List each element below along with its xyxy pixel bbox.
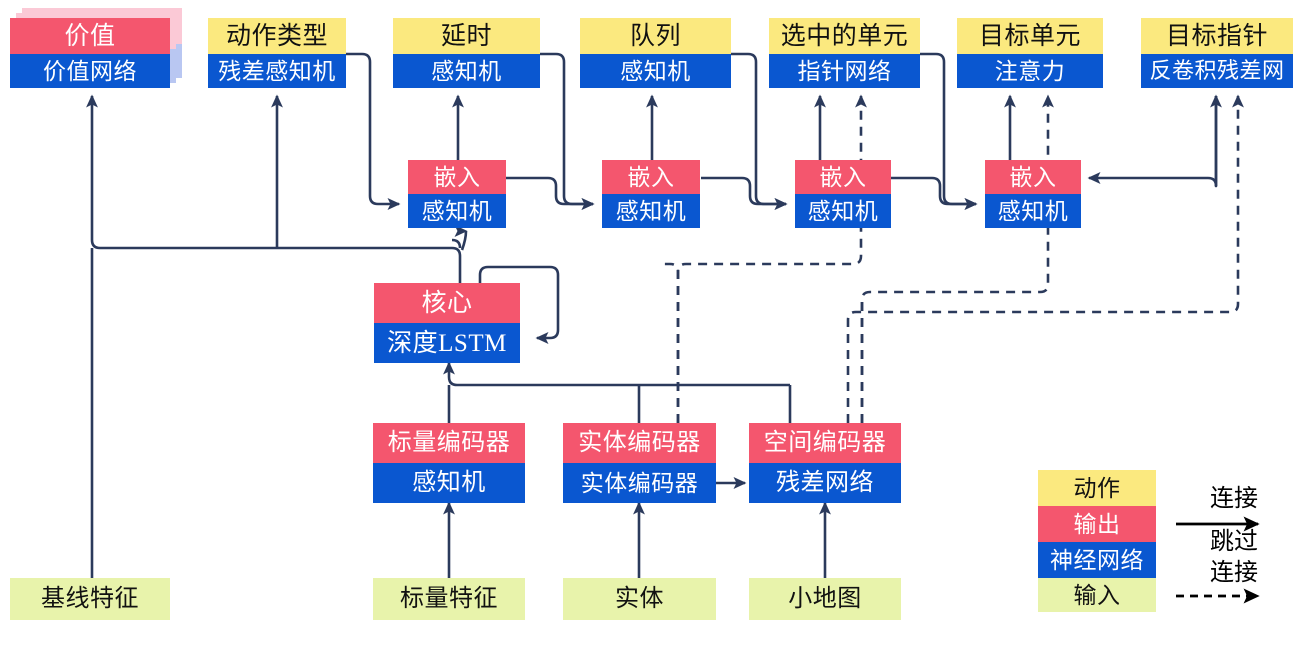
input-node-scalar-features[interactable]: 标量特征 bbox=[373, 578, 525, 620]
output-head-target-point: 目标指针 bbox=[1141, 18, 1293, 54]
input-label-minimap: 小地图 bbox=[749, 578, 901, 620]
input-label-baseline-features: 基线特征 bbox=[10, 578, 170, 620]
output-head-action-type: 动作类型 bbox=[208, 18, 346, 54]
legend-connection-label: 连接 bbox=[1210, 486, 1258, 512]
output-node-target-point[interactable]: 目标指针 反卷积残差网 bbox=[1141, 18, 1293, 88]
embedding-head-target-unit: 嵌入 bbox=[985, 160, 1081, 194]
output-node-selected-units[interactable]: 选中的单元 指针网络 bbox=[769, 18, 920, 88]
encoder-head-entity: 实体编码器 bbox=[563, 423, 716, 463]
wire-core-to-embed-delay-riser bbox=[460, 229, 472, 251]
embedding-network-queued: 感知机 bbox=[602, 194, 700, 228]
skip-spatial-encoder-to-target-unit bbox=[860, 94, 1054, 423]
embedding-head-queued: 嵌入 bbox=[602, 160, 700, 194]
encoder-node-scalar[interactable]: 标量编码器 感知机 bbox=[373, 423, 525, 503]
embedding-head-selected-units: 嵌入 bbox=[795, 160, 891, 194]
embedding-node-queued[interactable]: 嵌入 感知机 bbox=[602, 160, 700, 228]
encoder-node-entity[interactable]: 实体编码器 实体编码器 bbox=[563, 423, 716, 503]
legend-swatch-input: 输入 bbox=[1038, 578, 1156, 612]
core-network: 深度LSTM bbox=[374, 323, 520, 363]
encoder-head-spatial: 空间编码器 bbox=[749, 423, 901, 463]
wire-core-to-top-bus bbox=[86, 94, 462, 283]
output-network-action-type: 残差感知机 bbox=[208, 54, 346, 88]
embedding-head-delay: 嵌入 bbox=[408, 160, 506, 194]
legend-swatch-output: 输出 bbox=[1038, 506, 1156, 542]
embedding-node-selected-units[interactable]: 嵌入 感知机 bbox=[795, 160, 891, 228]
encoder-network-entity: 实体编码器 bbox=[563, 463, 716, 503]
output-node-delay[interactable]: 延时 感知机 bbox=[393, 18, 540, 88]
wire-embed-target-unit-right-in bbox=[1087, 96, 1218, 188]
output-head-selected-units: 选中的单元 bbox=[769, 18, 920, 54]
output-network-target-unit: 注意力 bbox=[957, 54, 1103, 88]
output-network-queued: 感知机 bbox=[580, 54, 731, 88]
wire-embed-queued-to-embed-selected bbox=[701, 176, 788, 210]
output-node-action-type[interactable]: 动作类型 残差感知机 bbox=[208, 18, 346, 88]
output-node-target-unit[interactable]: 目标单元 注意力 bbox=[957, 18, 1103, 88]
wire-embed-selected-to-embed-target-unit bbox=[891, 176, 978, 210]
output-node-value[interactable]: 价值 价值网络 bbox=[10, 18, 170, 88]
skip-spatial-to-target-point-2 bbox=[846, 94, 1244, 423]
embedding-node-delay[interactable]: 嵌入 感知机 bbox=[408, 160, 506, 228]
skip-entity-encoder-to-selected-units bbox=[660, 262, 680, 423]
input-node-minimap[interactable]: 小地图 bbox=[749, 578, 901, 620]
output-head-value: 价值 bbox=[10, 18, 170, 54]
wire-core-to-embed-delay bbox=[451, 238, 462, 249]
input-node-entities[interactable]: 实体 bbox=[563, 578, 716, 620]
legend-swatch-network: 神经网络 bbox=[1038, 542, 1156, 578]
core-node[interactable]: 核心 深度LSTM bbox=[374, 283, 520, 363]
encoder-head-scalar: 标量编码器 bbox=[373, 423, 525, 463]
embedding-network-selected-units: 感知机 bbox=[795, 194, 891, 228]
core-head: 核心 bbox=[374, 283, 520, 323]
wire-encoder-bus-to-core bbox=[443, 361, 790, 387]
encoder-node-spatial[interactable]: 空间编码器 残差网络 bbox=[749, 423, 901, 503]
legend-swatch-stack: 动作 输出 神经网络 输入 bbox=[1038, 470, 1156, 612]
output-network-delay: 感知机 bbox=[393, 54, 540, 88]
legend-swatch-action: 动作 bbox=[1038, 470, 1156, 506]
embedding-network-target-unit: 感知机 bbox=[985, 194, 1081, 228]
wire-embed-delay-to-embed-queued bbox=[506, 176, 595, 210]
encoder-network-scalar: 感知机 bbox=[373, 463, 525, 503]
input-label-scalar-features: 标量特征 bbox=[373, 578, 525, 620]
encoder-network-spatial: 残差网络 bbox=[749, 463, 901, 503]
input-node-baseline-features[interactable]: 基线特征 bbox=[10, 578, 170, 620]
input-label-entities: 实体 bbox=[563, 578, 716, 620]
output-node-queued[interactable]: 队列 感知机 bbox=[580, 18, 731, 88]
wire-action-type-to-embed-delay bbox=[346, 52, 401, 210]
legend-skip-label-line1: 跳过 bbox=[1210, 529, 1258, 555]
output-head-target-unit: 目标单元 bbox=[957, 18, 1103, 54]
output-network-target-point: 反卷积残差网 bbox=[1141, 54, 1293, 88]
embedding-node-target-unit[interactable]: 嵌入 感知机 bbox=[985, 160, 1081, 228]
output-head-queued: 队列 bbox=[580, 18, 731, 54]
embedding-network-delay: 感知机 bbox=[408, 194, 506, 228]
output-network-selected-units: 指针网络 bbox=[769, 54, 920, 88]
output-network-value: 价值网络 bbox=[10, 54, 170, 88]
output-head-delay: 延时 bbox=[393, 18, 540, 54]
skip-entity-encoder-riser bbox=[676, 94, 867, 423]
legend-skip-label-line2: 连接 bbox=[1210, 560, 1258, 586]
